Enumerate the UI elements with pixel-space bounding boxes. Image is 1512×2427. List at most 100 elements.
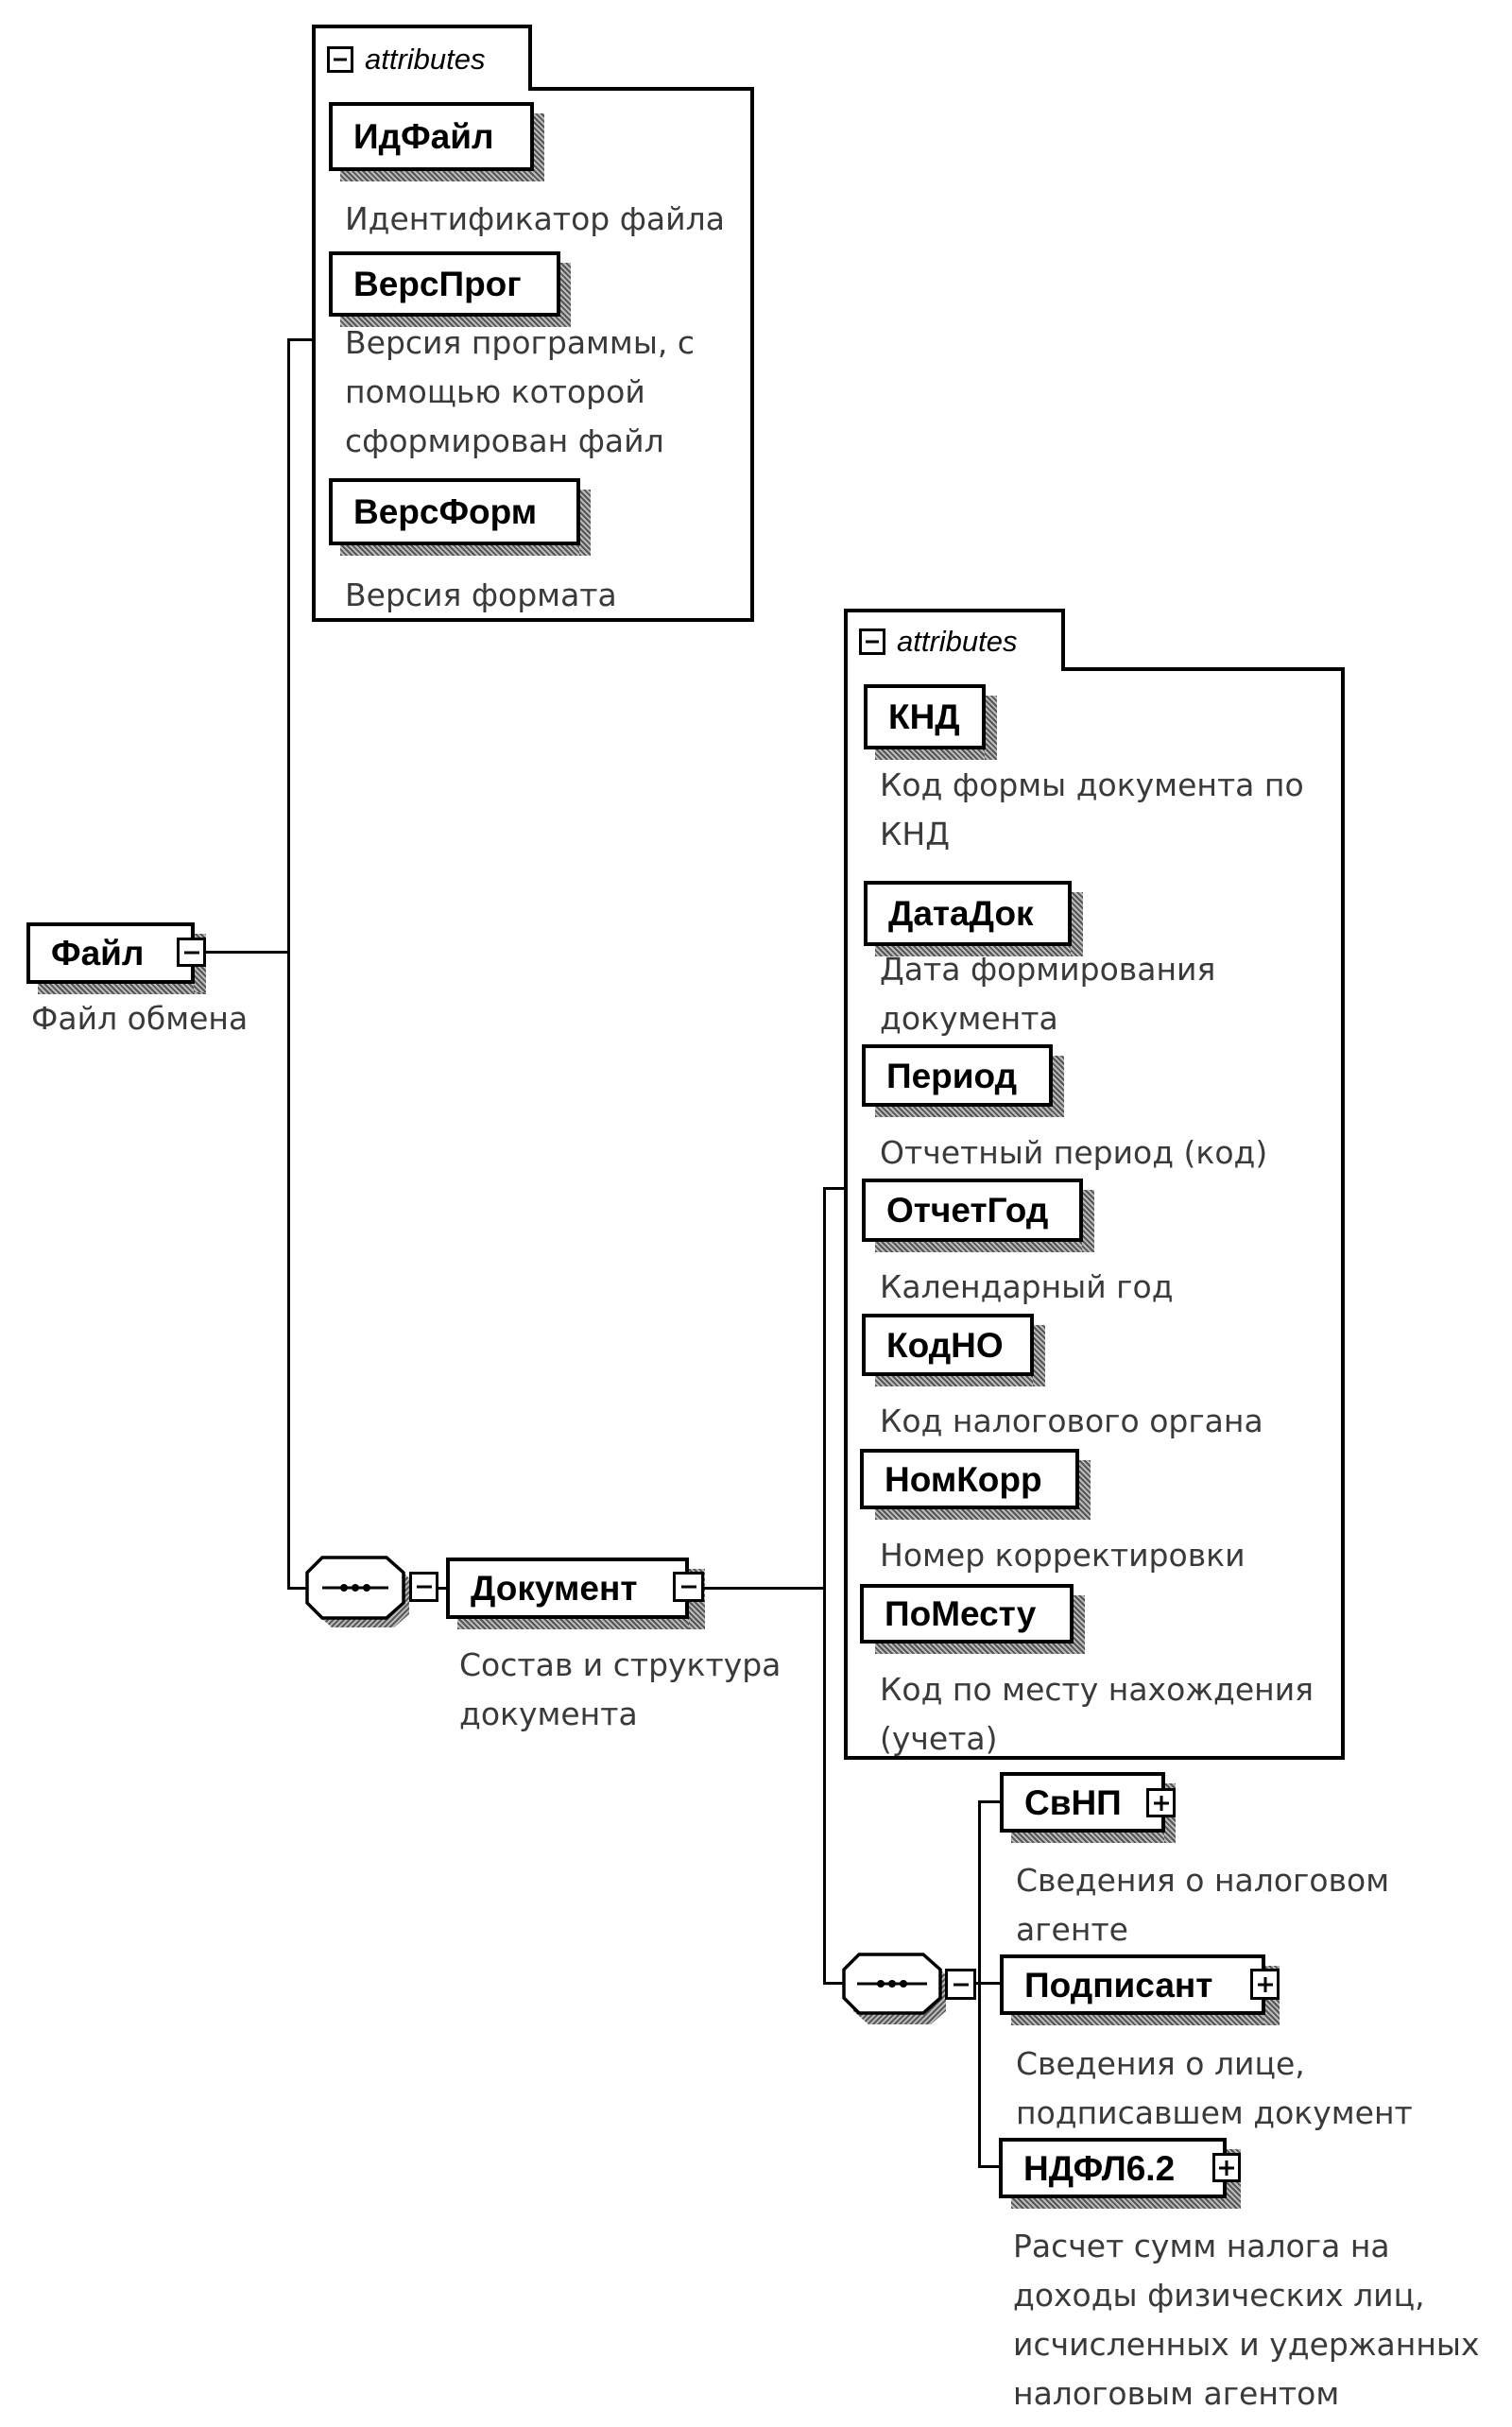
element-podpisant[interactable]: Подписант bbox=[1000, 1954, 1265, 2015]
attributes-label: attributes bbox=[897, 625, 1018, 658]
element-shadow bbox=[875, 749, 997, 760]
expand-toggle-podpisant[interactable] bbox=[1250, 1969, 1280, 2000]
attribute-description: Календарный год bbox=[880, 1268, 1174, 1305]
plus-icon bbox=[1257, 1976, 1273, 1992]
element-shadow bbox=[1052, 1056, 1064, 1117]
connector-line bbox=[287, 338, 314, 341]
element-shadow bbox=[875, 1375, 1045, 1386]
expand-toggle-ndfl62[interactable] bbox=[1212, 2153, 1241, 2182]
attribute-description: Код формы документа по КНД bbox=[880, 766, 1304, 852]
connector-line bbox=[823, 1187, 826, 1985]
element-file[interactable]: Файл bbox=[26, 922, 195, 984]
element-shadow bbox=[457, 1618, 705, 1629]
attribute-description: Версия программы, с помощью которой сфор… bbox=[345, 324, 696, 459]
element-shadow bbox=[1011, 1832, 1176, 1843]
expand-toggle-svnp[interactable] bbox=[1146, 1788, 1176, 1817]
attribute-description: Версия формата bbox=[345, 577, 617, 613]
attribute-kodno[interactable]: КодНО bbox=[862, 1314, 1034, 1376]
attribute-description: Идентификатор файла bbox=[345, 200, 725, 237]
element-shadow bbox=[340, 316, 571, 327]
element-description: Состав и структура документа bbox=[459, 1646, 782, 1732]
collapse-toggle-attributes[interactable] bbox=[327, 46, 353, 73]
plus-icon bbox=[1219, 2160, 1234, 2176]
element-shadow bbox=[1078, 1460, 1091, 1520]
connector-line bbox=[976, 1982, 1000, 1985]
attribute-knd[interactable]: КНД bbox=[864, 684, 986, 749]
element-shadow bbox=[875, 945, 1083, 956]
element-shadow bbox=[559, 263, 571, 327]
connector-line bbox=[287, 338, 290, 1590]
element-shadow bbox=[1011, 2197, 1241, 2209]
attribute-name: КодНО bbox=[886, 1325, 1004, 1365]
attribute-name: ВерсФорм bbox=[353, 492, 538, 531]
connector-line bbox=[823, 1982, 845, 1985]
element-shadow bbox=[579, 490, 591, 556]
element-description: Расчет сумм налога на доходы физических … bbox=[1013, 2228, 1480, 2412]
collapse-toggle-document[interactable] bbox=[673, 1572, 704, 1602]
attribute-description: Отчетный период (код) bbox=[880, 1134, 1268, 1171]
element-description: Файл обмена bbox=[31, 1000, 249, 1037]
minus-icon bbox=[183, 951, 199, 954]
minus-icon bbox=[416, 1585, 432, 1589]
attribute-datadok[interactable]: ДатаДок bbox=[864, 881, 1072, 946]
element-shadow bbox=[875, 1241, 1094, 1252]
minus-icon bbox=[953, 1983, 969, 1986]
element-name: Документ bbox=[471, 1569, 638, 1608]
attributes-tab-file[interactable]: attributes bbox=[312, 25, 532, 91]
minus-icon bbox=[866, 640, 879, 644]
attribute-pomestu[interactable]: ПоМесту bbox=[860, 1584, 1074, 1644]
attribute-nomkorr[interactable]: НомКорр bbox=[860, 1449, 1079, 1509]
element-name: Файл bbox=[51, 934, 145, 973]
element-name: СвНП bbox=[1024, 1782, 1122, 1822]
attribute-idfile[interactable]: ИдФайл bbox=[329, 102, 534, 171]
attribute-name: ДатаДок bbox=[888, 894, 1034, 933]
attribute-name: ВерсПрог bbox=[353, 265, 522, 303]
attribute-period[interactable]: Период bbox=[862, 1044, 1053, 1107]
element-name: Подписант bbox=[1024, 1965, 1213, 2005]
attribute-description: Дата формирования документа bbox=[880, 951, 1216, 1037]
minus-icon bbox=[334, 58, 347, 61]
element-shadow bbox=[1033, 1325, 1045, 1386]
element-svnp[interactable]: СвНП bbox=[1000, 1772, 1165, 1833]
attribute-description: Код по месту нахождения (учета) bbox=[880, 1671, 1314, 1757]
connector-line bbox=[823, 1187, 846, 1190]
collapse-toggle-sequence[interactable] bbox=[409, 1572, 438, 1602]
element-shadow bbox=[1071, 892, 1083, 956]
element-shadow bbox=[340, 544, 591, 556]
sequence-compositor-icon[interactable] bbox=[305, 1556, 411, 1631]
attribute-versprog[interactable]: ВерсПрог bbox=[329, 251, 560, 317]
attribute-name: КНД bbox=[888, 697, 960, 736]
element-shadow bbox=[875, 1508, 1091, 1520]
element-shadow bbox=[875, 1643, 1085, 1654]
attribute-name: ОтчетГод bbox=[886, 1191, 1049, 1230]
element-shadow bbox=[340, 170, 544, 181]
collapse-toggle-attributes[interactable] bbox=[859, 628, 885, 655]
element-name: НДФЛ6.2 bbox=[1023, 2148, 1176, 2188]
connector-line bbox=[978, 1800, 1000, 1803]
element-shadow bbox=[38, 983, 206, 994]
element-shadow bbox=[875, 1106, 1064, 1117]
attributes-tab-document[interactable]: attributes bbox=[844, 609, 1065, 671]
plus-icon bbox=[1153, 1795, 1169, 1811]
collapse-toggle-sequence[interactable] bbox=[945, 1969, 976, 2000]
connector-line bbox=[978, 2165, 1000, 2168]
element-description: Сведения о налоговом агенте bbox=[1016, 1862, 1390, 1948]
attribute-name: НомКорр bbox=[885, 1459, 1042, 1499]
element-shadow bbox=[1011, 2014, 1280, 2025]
element-shadow bbox=[533, 113, 544, 181]
attribute-name: ИдФайл bbox=[353, 117, 494, 156]
attribute-description: Номер корректировки bbox=[880, 1537, 1246, 1574]
collapse-toggle-file[interactable] bbox=[177, 938, 206, 967]
connector-line bbox=[438, 1587, 448, 1590]
element-ndfl62[interactable]: НДФЛ6.2 bbox=[999, 2138, 1227, 2198]
element-shadow bbox=[985, 696, 997, 760]
attributes-label: attributes bbox=[365, 43, 486, 76]
element-document[interactable]: Документ bbox=[446, 1558, 689, 1619]
attribute-description: Код налогового органа bbox=[880, 1403, 1263, 1439]
element-shadow bbox=[1073, 1595, 1085, 1654]
sequence-compositor-icon[interactable] bbox=[842, 1953, 948, 2028]
connector-line bbox=[704, 1587, 826, 1590]
element-description: Сведения о лице, подписавшем документ bbox=[1016, 2045, 1413, 2131]
attribute-versform[interactable]: ВерсФорм bbox=[329, 478, 580, 545]
attribute-otchetgod[interactable]: ОтчетГод bbox=[862, 1179, 1083, 1242]
